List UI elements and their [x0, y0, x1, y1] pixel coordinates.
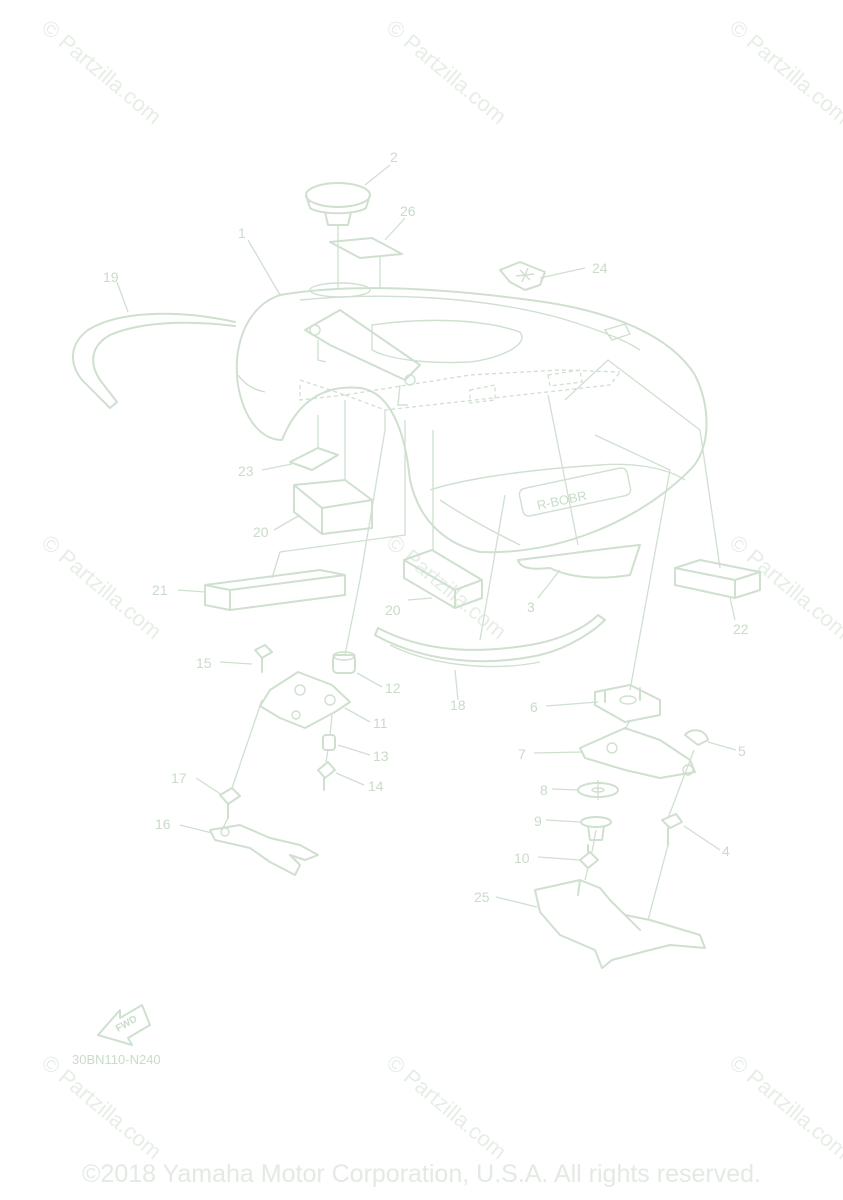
callout-leaders: [116, 164, 737, 908]
callout-11: 11: [373, 715, 388, 731]
callout-18: 18: [450, 697, 466, 713]
callout-21: 21: [152, 582, 168, 598]
callout-2: 2: [390, 149, 398, 165]
callout-7: 7: [518, 746, 526, 762]
watermark: © Partzilla.com: [382, 530, 512, 644]
callout-15: 15: [196, 655, 212, 671]
hidden-lines: [299, 369, 621, 411]
watermark: © Partzilla.com: [37, 530, 167, 644]
right-mount: [577, 684, 709, 869]
left-mount: [254, 644, 356, 791]
damper-right: [674, 559, 761, 599]
callout-12: 12: [385, 680, 401, 696]
callout-23: 23: [238, 463, 254, 479]
fwd-arrow-icon: FWD: [97, 1004, 151, 1046]
assembly-lines: [221, 225, 721, 921]
callout-17: 17: [171, 770, 187, 786]
side-trim-left: [71, 312, 236, 409]
fuel-tank: R-BOBR: [235, 282, 708, 554]
lower-trim: [374, 614, 606, 663]
callout-3: 3: [527, 599, 535, 615]
watermark: © Partzilla.com: [382, 1050, 512, 1164]
callout-4: 4: [722, 843, 730, 859]
callout-8: 8: [540, 782, 548, 798]
callout-20-lower: 20: [385, 602, 401, 618]
callout-labels: 1 2 3 4 5 6 7 8 9 10 11 12 13 14 15 16 1…: [103, 149, 749, 905]
callout-25: 25: [474, 889, 490, 905]
callout-5: 5: [738, 743, 746, 759]
rear-bracket: [209, 787, 319, 876]
copyright-notice: ©2018 Yamaha Motor Corporation, U.S.A. A…: [82, 1160, 761, 1188]
damper-lower: [403, 549, 483, 609]
callout-19: 19: [103, 269, 119, 285]
callout-10: 10: [514, 850, 530, 866]
watermark: © Partzilla.com: [725, 1050, 843, 1164]
watermark: © Partzilla.com: [37, 15, 167, 129]
label-sticker: [329, 237, 403, 259]
watermark: © Partzilla.com: [725, 15, 843, 129]
callout-22: 22: [733, 621, 749, 637]
pad-small: [289, 447, 339, 471]
callout-16: 16: [155, 816, 171, 832]
callout-9: 9: [534, 813, 542, 829]
callout-24: 24: [592, 260, 608, 276]
callout-6: 6: [530, 699, 538, 715]
side-panel: [517, 544, 641, 579]
callout-14: 14: [368, 778, 384, 794]
diagram-code: 30BN110-N240: [72, 1052, 161, 1067]
cap-bracket: [304, 309, 421, 406]
callout-13: 13: [373, 748, 389, 764]
damper-long: [204, 569, 346, 611]
callout-26: 26: [400, 203, 416, 219]
emblem: [499, 261, 546, 291]
damper-upper: [293, 479, 373, 535]
bottom-bracket: [534, 879, 706, 969]
fuel-cap: [305, 182, 371, 226]
callout-1: 1: [238, 225, 246, 241]
callout-20-upper: 20: [253, 524, 269, 540]
watermark: © Partzilla.com: [382, 15, 512, 129]
fwd-label: FWD: [114, 1014, 139, 1035]
